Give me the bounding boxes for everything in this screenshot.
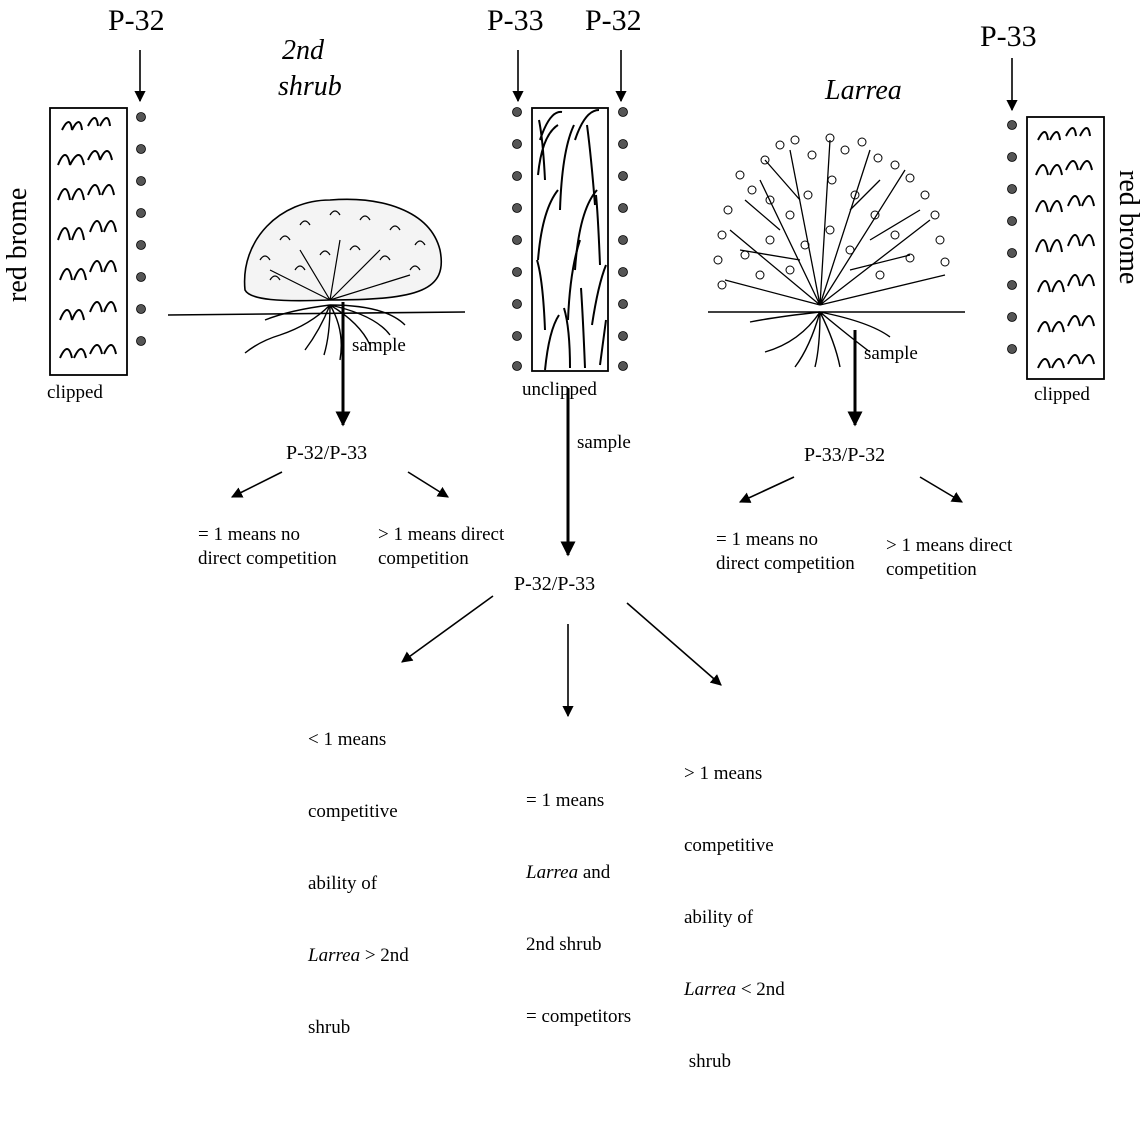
outcome-bottom-gt-line4-rest: < 2nd bbox=[736, 979, 785, 1000]
outcome-left-gt: > 1 means direct competition bbox=[378, 523, 504, 571]
outcome-bottom-gt-line5: shrub bbox=[684, 1050, 785, 1074]
arrow-bottom-lt bbox=[402, 596, 493, 662]
outcome-bottom-gt-line2: competitive bbox=[684, 834, 785, 858]
outcome-bottom-lt: < 1 means competitive ability of Larrea … bbox=[308, 680, 409, 1088]
arrow-right-gt bbox=[920, 477, 962, 502]
second-shrub-label-line1: 2nd bbox=[282, 32, 324, 70]
outcome-bottom-eq-line4: = competitors bbox=[526, 1005, 631, 1029]
larrea-label: Larrea bbox=[825, 72, 902, 110]
plot-label-middle: unclipped bbox=[522, 379, 597, 401]
plot-label-right: clipped bbox=[1034, 384, 1090, 406]
outcome-bottom-lt-line2: competitive bbox=[308, 800, 409, 824]
sample-label-left: sample bbox=[352, 335, 406, 357]
arrow-left-eq bbox=[232, 472, 282, 497]
outcome-bottom-lt-line4: Larrea > 2nd bbox=[308, 944, 409, 968]
probe-label-right-p33: P-33 bbox=[980, 20, 1037, 54]
arrow-right-eq bbox=[740, 477, 794, 502]
outcome-bottom-eq-line3: 2nd shrub bbox=[526, 933, 631, 957]
sample-label-right: sample bbox=[864, 343, 918, 365]
outcome-bottom-gt-line4: Larrea < 2nd bbox=[684, 978, 785, 1002]
side-label-right: red brome bbox=[1112, 170, 1144, 284]
larrea-italic: Larrea bbox=[526, 862, 578, 883]
second-shrub-illustration bbox=[168, 199, 465, 360]
sample-label-middle: sample bbox=[577, 432, 631, 454]
outcome-bottom-eq-line2-rest: and bbox=[578, 862, 610, 883]
outcome-bottom-eq-line2: Larrea and bbox=[526, 861, 631, 885]
outcome-right-eq: = 1 means no direct competition bbox=[716, 528, 855, 576]
outcome-bottom-eq: = 1 means Larrea and 2nd shrub = competi… bbox=[526, 741, 631, 1077]
ratio-left: P-32/P-33 bbox=[286, 442, 367, 465]
probe-label-mid-p32: P-32 bbox=[585, 4, 642, 38]
outcome-bottom-lt-line5: shrub bbox=[308, 1016, 409, 1040]
ratio-bottom: P-32/P-33 bbox=[514, 573, 595, 596]
outcome-bottom-lt-line4-rest: > 2nd bbox=[360, 945, 409, 966]
larrea-italic: Larrea bbox=[308, 945, 360, 966]
probe-label-left-p32: P-32 bbox=[108, 4, 165, 38]
side-label-left: red brome bbox=[2, 188, 34, 302]
plot-label-left: clipped bbox=[47, 382, 103, 404]
arrow-bottom-gt bbox=[627, 603, 721, 685]
larrea-italic: Larrea bbox=[684, 979, 736, 1000]
outcome-bottom-gt-line3: ability of bbox=[684, 906, 785, 930]
second-shrub-label-line2: shrub bbox=[278, 68, 342, 106]
outcome-bottom-gt: > 1 means competitive ability of Larrea … bbox=[684, 714, 785, 1122]
competition-diagram: P-32 P-33 P-32 P-33 2nd shrub Larrea red… bbox=[0, 0, 1146, 877]
outcome-bottom-lt-line1: < 1 means bbox=[308, 728, 409, 752]
left-clipped-plot bbox=[50, 108, 146, 375]
right-clipped-plot bbox=[1008, 117, 1105, 379]
outcome-left-eq: = 1 means no direct competition bbox=[198, 523, 337, 571]
ratio-right: P-33/P-32 bbox=[804, 444, 885, 467]
arrow-left-gt bbox=[408, 472, 448, 497]
probe-label-mid-p33: P-33 bbox=[487, 4, 544, 38]
middle-unclipped-plot bbox=[513, 108, 628, 372]
larrea-illustration bbox=[708, 134, 965, 367]
outcome-bottom-gt-line1: > 1 means bbox=[684, 762, 785, 786]
outcome-bottom-eq-line1: = 1 means bbox=[526, 789, 631, 813]
outcome-bottom-lt-line3: ability of bbox=[308, 872, 409, 896]
outcome-right-gt: > 1 means direct competition bbox=[886, 534, 1012, 582]
